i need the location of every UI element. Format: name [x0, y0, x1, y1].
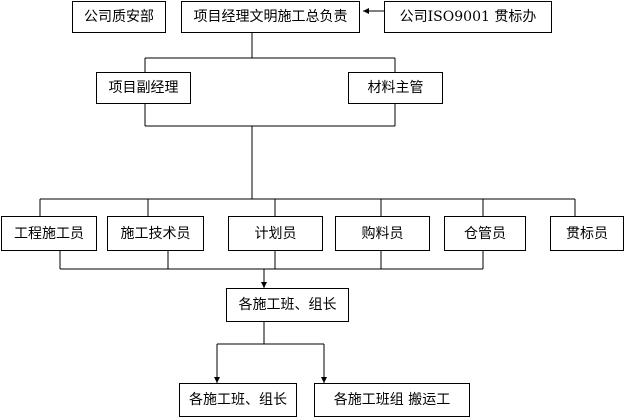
node-purchaser: 购料员	[335, 216, 430, 251]
node-construction-worker: 工程施工员	[1, 216, 97, 251]
node-project-manager: 项目经理文明施工总负责	[181, 1, 360, 33]
node-team-leads: 各施工班、组长	[226, 288, 349, 322]
node-porters: 各施工班组 搬运工	[314, 383, 470, 417]
node-iso-office: 公司ISO9001 贯标办	[384, 1, 552, 33]
node-warehouse-keeper: 仓管员	[444, 216, 526, 251]
node-standards-officer: 贯标员	[550, 216, 624, 251]
node-deputy-manager: 项目副经理	[96, 72, 191, 104]
node-safety-dept: 公司质安部	[72, 1, 166, 33]
node-materials-supervisor: 材料主管	[348, 72, 443, 104]
node-planner: 计划员	[228, 216, 323, 251]
node-technician: 施工技术员	[107, 216, 204, 251]
node-bottom-team-leads: 各施工班、组长	[179, 383, 297, 417]
